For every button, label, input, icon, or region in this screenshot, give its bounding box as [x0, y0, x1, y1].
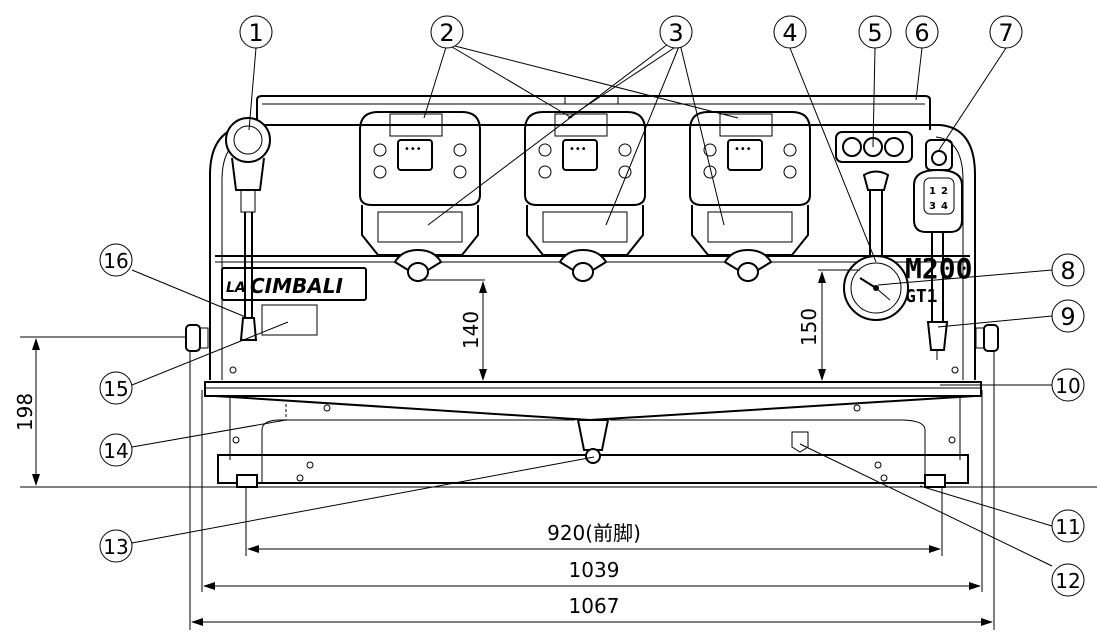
callout-5: 5 — [858, 15, 892, 49]
svg-text:8: 8 — [1060, 257, 1075, 285]
callout-11: 11 — [1051, 509, 1085, 543]
svg-text:3: 3 — [929, 201, 936, 212]
svg-text:15: 15 — [103, 377, 128, 401]
callout-3: 3 — [659, 15, 693, 49]
svg-text:7: 7 — [998, 19, 1013, 47]
svg-text:1: 1 — [248, 19, 263, 47]
model-sub: GT1 — [905, 286, 938, 307]
group-head-2: ••• — [524, 111, 646, 282]
svg-text:3: 3 — [668, 19, 683, 47]
callout-4: 4 — [773, 15, 807, 49]
svg-text:13: 13 — [103, 535, 128, 559]
callouts: 1 2 3 4 5 6 7 8 9 10 11 12 13 14 15 16 — [99, 15, 1085, 597]
svg-text:16: 16 — [103, 249, 128, 273]
group-dots: ••• — [569, 144, 587, 155]
callout-8: 8 — [1051, 253, 1085, 287]
serial-plate — [261, 304, 318, 336]
group-dots: ••• — [734, 144, 752, 155]
group-head-1: ••• — [359, 111, 481, 282]
control-buttons — [835, 131, 913, 163]
callout-12: 12 — [1051, 563, 1085, 597]
callout-1: 1 — [239, 15, 273, 49]
callout-14: 14 — [99, 433, 133, 467]
svg-text:10: 10 — [1055, 374, 1080, 398]
callout-6: 6 — [905, 15, 939, 49]
callout-15: 15 — [99, 371, 133, 405]
steam-wand-left — [225, 117, 271, 341]
svg-text:9: 9 — [1060, 303, 1075, 331]
callout-2: 2 — [430, 15, 464, 49]
callout-7: 7 — [989, 15, 1023, 49]
callout-10: 10 — [1051, 368, 1085, 402]
pressure-gauge — [843, 255, 909, 321]
group-dots: ••• — [404, 144, 422, 155]
svg-text:2: 2 — [941, 186, 948, 197]
svg-text:2: 2 — [439, 19, 454, 47]
leader-lines — [131, 43, 1053, 567]
svg-text:6: 6 — [914, 19, 929, 47]
callout-9: 9 — [1051, 299, 1085, 333]
brand-logo: LA CIMBALI — [221, 267, 367, 301]
brand-prefix: LA — [226, 280, 246, 296]
svg-text:12: 12 — [1055, 569, 1080, 593]
dim-height-left: 198 — [13, 393, 37, 431]
svg-text:4: 4 — [941, 201, 948, 212]
dim-front-feet: 920(前脚) — [547, 521, 641, 545]
callout-13: 13 — [99, 529, 133, 563]
dimensions: 198 140 150 920(前脚) 1039 1067 — [13, 269, 995, 630]
dim-width-outer: 1067 — [569, 594, 620, 618]
group-head-3: ••• — [689, 111, 811, 282]
dim-width-inner: 1039 — [569, 558, 620, 582]
dim-height-spout: 140 — [459, 311, 483, 349]
top-cup-rail — [256, 95, 931, 130]
drip-tray — [204, 366, 982, 488]
svg-text:4: 4 — [782, 19, 797, 47]
svg-text:11: 11 — [1055, 515, 1080, 539]
svg-text:5: 5 — [867, 19, 882, 47]
dim-height-right: 150 — [797, 308, 821, 346]
steam-joystick-right: 1 2 3 4 — [913, 139, 963, 360]
svg-text:1: 1 — [929, 186, 936, 197]
brand-name: CIMBALI — [250, 274, 343, 298]
svg-text:14: 14 — [103, 439, 128, 463]
callout-16: 16 — [99, 243, 133, 277]
